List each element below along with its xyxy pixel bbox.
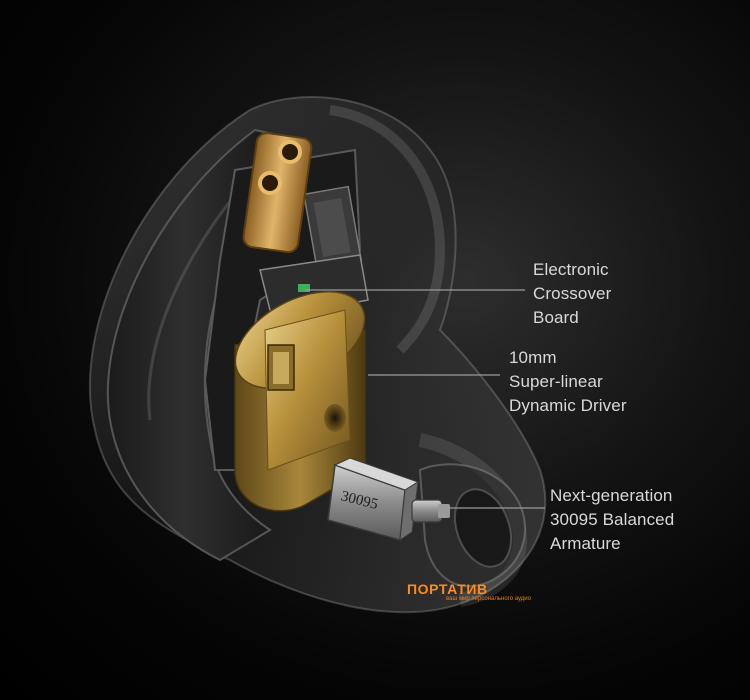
two-pin-connector bbox=[242, 132, 313, 254]
dynamic-driver bbox=[234, 291, 366, 512]
balanced-armature: 30095 bbox=[327, 457, 450, 542]
watermark-tagline: ваш мир персонального аудио bbox=[446, 596, 531, 602]
label-dynamic-driver: 10mm Super-linear Dynamic Driver bbox=[509, 348, 627, 415]
label-crossover-board: Electronic Crossover Board bbox=[533, 260, 612, 327]
callout-lines bbox=[305, 289, 545, 509]
sound-nozzle bbox=[418, 463, 526, 588]
label-balanced-armature: Next-generation 30095 Balanced Armature bbox=[550, 486, 675, 553]
watermark-brand: ПОРТАТИВ bbox=[407, 581, 488, 597]
